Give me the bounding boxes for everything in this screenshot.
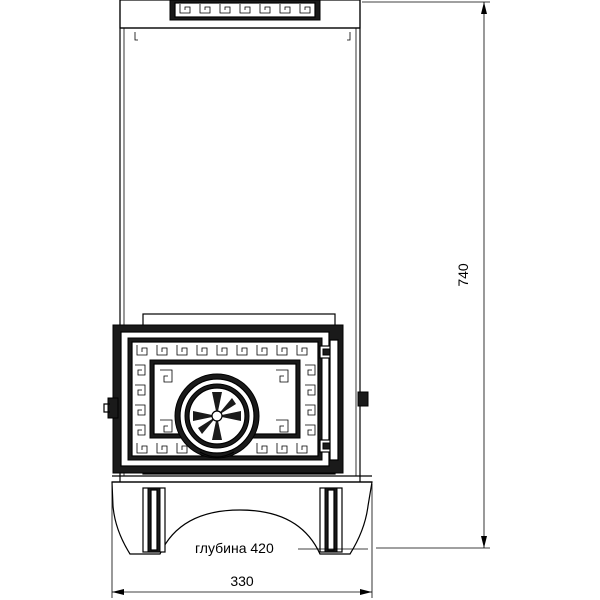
greek-key-pattern	[135, 345, 316, 454]
height-dimension: 740	[362, 1, 490, 549]
firebox-door	[103, 313, 369, 475]
width-dimension-label: 330	[230, 573, 254, 589]
top-cap	[119, 0, 361, 41]
stove-base	[111, 476, 373, 555]
depth-dimension-label: глубина 420	[195, 540, 274, 556]
door-hinges	[319, 339, 339, 461]
air-vent-dial	[174, 373, 260, 459]
depth-callout: глубина 420	[195, 540, 368, 556]
width-dimension: 330	[111, 484, 373, 598]
height-dimension-label: 740	[455, 263, 471, 287]
door-knob-right	[357, 391, 369, 407]
door-handle-left	[103, 397, 119, 419]
